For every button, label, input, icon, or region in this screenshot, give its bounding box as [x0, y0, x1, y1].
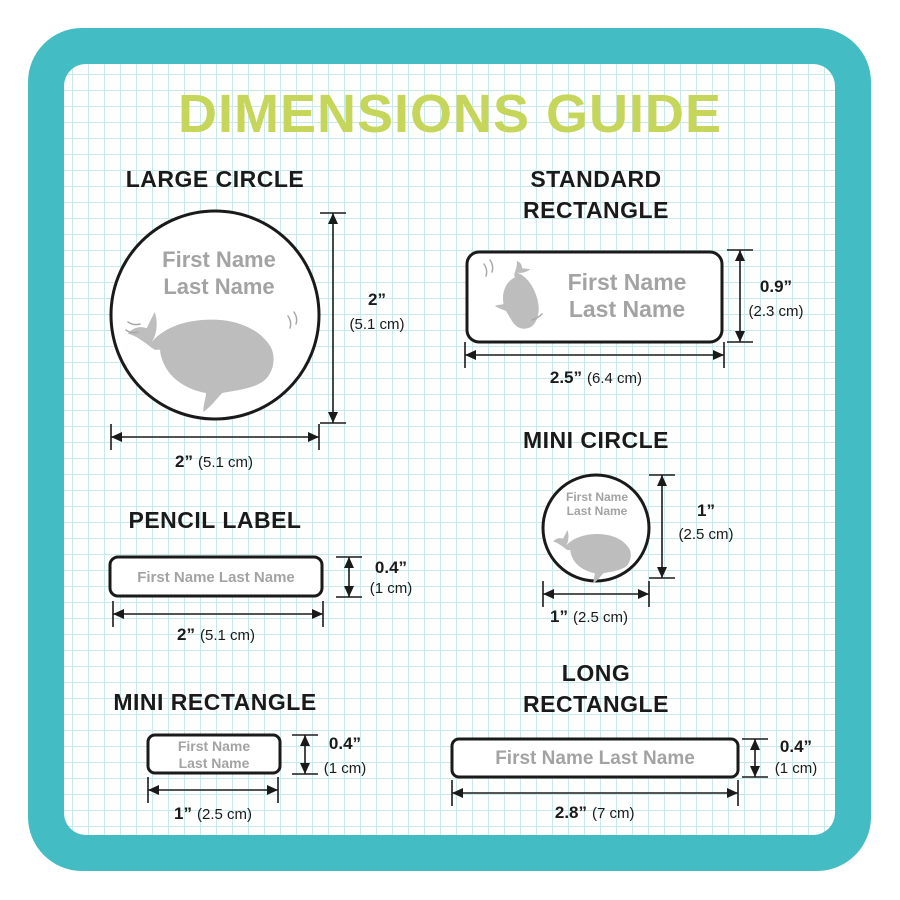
- large-circle-first-name: First Name: [162, 247, 276, 272]
- pencil-label-width-secondary: (5.1 cm): [200, 627, 255, 644]
- mini-circle-width-primary: 1”: [550, 607, 568, 626]
- mini-circle-title: MINI CIRCLE: [523, 427, 669, 453]
- pencil-label-title: PENCIL LABEL: [129, 507, 302, 533]
- standard-rectangle-width-primary: 2.5”: [550, 368, 582, 387]
- long-rectangle-full-name: First Name Last Name: [495, 748, 695, 769]
- mini-rectangle-width-secondary: (2.5 cm): [197, 806, 252, 823]
- grid-board: [64, 64, 835, 835]
- mini-rectangle-first-name: First Name: [178, 738, 251, 754]
- large-circle-last-name: Last Name: [163, 274, 274, 299]
- long-rectangle-height-secondary: (1 cm): [775, 760, 818, 777]
- page-title: DIMENSIONS GUIDE: [178, 84, 722, 144]
- mini-rectangle-height-secondary: (1 cm): [324, 760, 367, 777]
- long-rectangle-width-secondary: (7 cm): [592, 805, 635, 822]
- large-circle-section: LARGE CIRCLE First Name Last Name 2” (5.…: [109, 166, 405, 471]
- pencil-label-full-name: First Name Last Name: [137, 569, 295, 586]
- splash-lines: [125, 311, 298, 334]
- standard-rectangle-height-secondary: (2.3 cm): [748, 303, 803, 320]
- mini-circle-height-primary: 1”: [697, 501, 715, 520]
- mini-circle-section: MINI CIRCLE First Name Last Name 1” (2.5…: [523, 427, 734, 626]
- large-circle-width-secondary: (5.1 cm): [198, 454, 253, 471]
- standard-rectangle-width-secondary: (6.4 cm): [587, 370, 642, 387]
- pencil-label-section: PENCIL LABEL First Name Last Name 0.4” (…: [108, 507, 413, 644]
- standard-rectangle-first-name: First Name: [568, 269, 687, 295]
- mini-rectangle-width-primary: 1”: [174, 804, 192, 823]
- mini-circle-first-name: First Name: [566, 490, 628, 504]
- standard-rectangle-title-line-2: RECTANGLE: [523, 197, 669, 223]
- long-rectangle-title-line-1: LONG: [562, 660, 630, 686]
- large-circle-width-primary: 2”: [175, 452, 193, 471]
- mini-rectangle-height-primary: 0.4”: [329, 734, 361, 753]
- long-rectangle-title-line-2: RECTANGLE: [523, 691, 669, 717]
- long-rectangle-label: [450, 737, 740, 779]
- standard-rectangle-title-line-1: STANDARD: [530, 166, 661, 192]
- mini-rectangle-last-name: Last Name: [179, 755, 250, 771]
- mini-circle-width-secondary: (2.5 cm): [573, 609, 628, 626]
- standard-rectangle-section: STANDARD RECTANGLE First Name Last Name …: [464, 166, 804, 387]
- mini-circle-height-secondary: (2.5 cm): [678, 526, 733, 543]
- standard-rectangle-last-name: Last Name: [569, 296, 685, 322]
- standard-rectangle-height-primary: 0.9”: [760, 277, 792, 296]
- long-rectangle-section: LONG RECTANGLE First Name Last Name 0.4”…: [450, 660, 818, 822]
- pencil-label-height-secondary: (1 cm): [370, 580, 413, 597]
- large-circle-height-primary: 2”: [368, 290, 386, 309]
- long-rectangle-height-primary: 0.4”: [780, 737, 812, 756]
- pencil-label-label: [108, 555, 324, 598]
- mini-rectangle-label: [146, 733, 282, 775]
- mini-rectangle-section: MINI RECTANGLE First Name Last Name 0.4”…: [113, 689, 366, 823]
- mini-circle-last-name: Last Name: [567, 504, 628, 518]
- large-circle-height-secondary: (5.1 cm): [349, 316, 404, 333]
- long-rectangle-width-primary: 2.8”: [555, 803, 587, 822]
- large-circle-title: LARGE CIRCLE: [126, 166, 305, 192]
- pencil-label-height-primary: 0.4”: [375, 558, 407, 577]
- pencil-label-width-primary: 2”: [177, 625, 195, 644]
- mini-rectangle-title: MINI RECTANGLE: [113, 689, 316, 715]
